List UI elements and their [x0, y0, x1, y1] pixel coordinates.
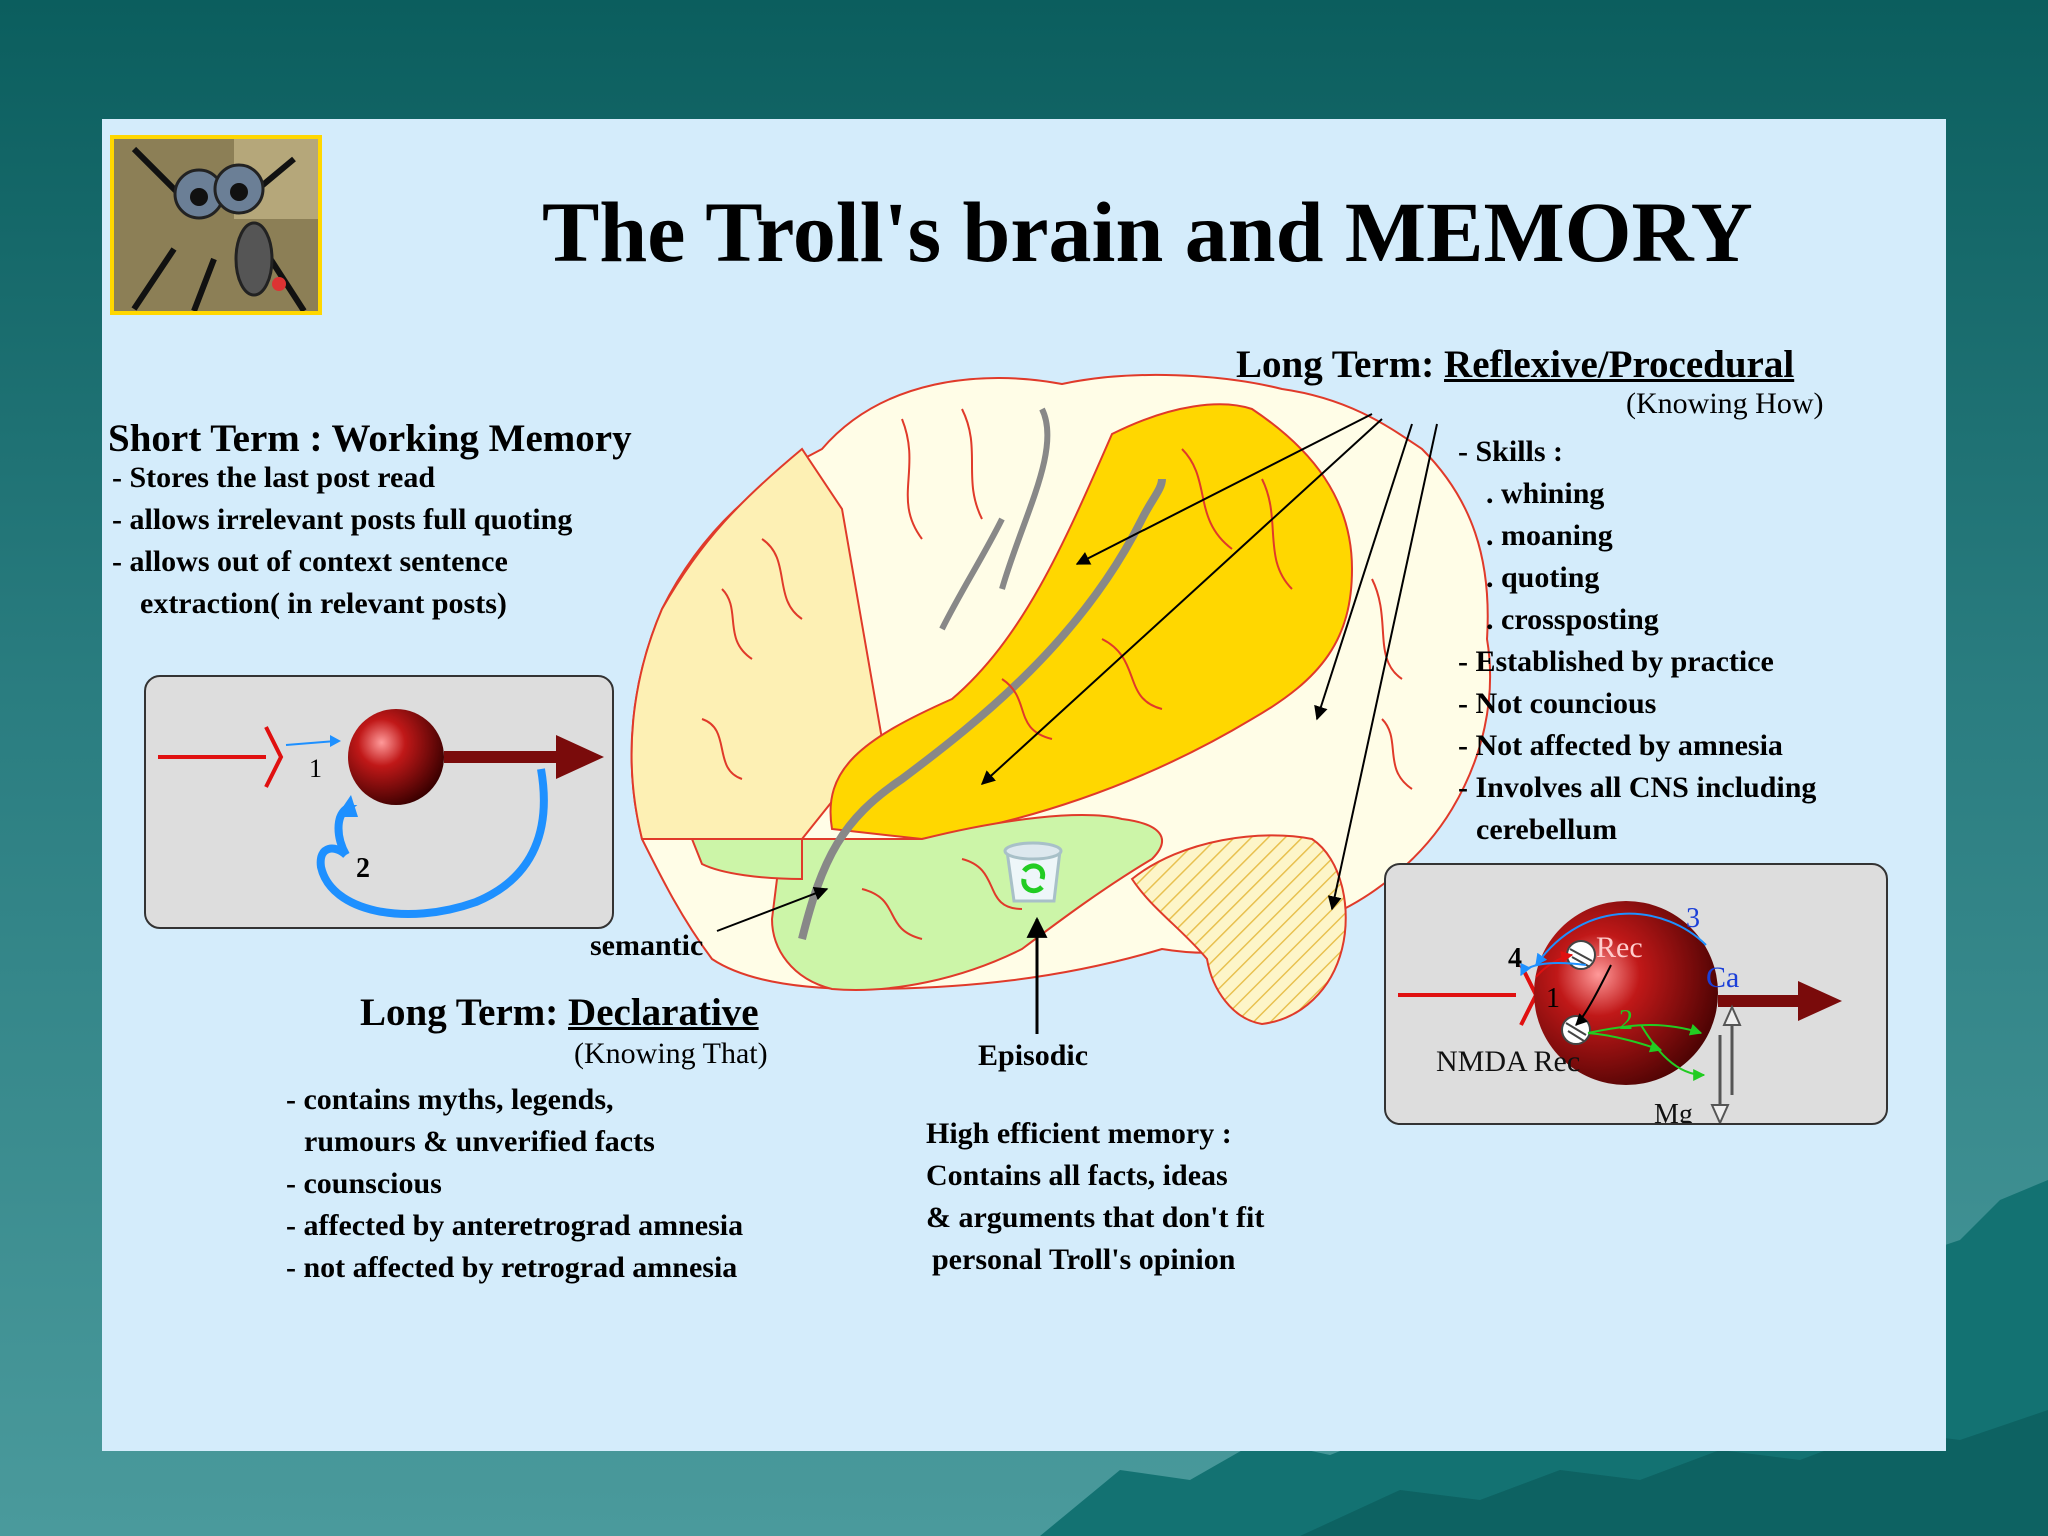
working-memory-neuron-box: 1 2 — [144, 675, 614, 929]
declarative-list: - contains myths, legends, rumours & unv… — [286, 1079, 743, 1289]
list-item: - counscious — [286, 1167, 442, 1200]
procedural-list: - Skills : . whining . moaning . quoting… — [1458, 431, 1816, 851]
nmda-label-3: 3 — [1686, 903, 1700, 934]
list-item: . whining — [1486, 477, 1605, 510]
procedural-subheading: (Knowing How) — [1626, 387, 1824, 420]
mg-label: Mg — [1654, 1099, 1693, 1123]
nmda-rec-label: NMDA Rec — [1436, 1045, 1580, 1078]
nmda-neuron-box: 1 2 3 4 Rec Ca NMDA Rec Mg — [1384, 863, 1888, 1130]
nmda-label-4: 4 — [1508, 943, 1522, 974]
rec-label: Rec — [1596, 931, 1643, 964]
neuron-label-1: 1 — [309, 754, 322, 783]
list-item: - Not councious — [1458, 687, 1657, 720]
central-sulcus — [798, 478, 1166, 940]
list-item: . moaning — [1486, 519, 1613, 552]
list-item: & arguments that don't fit — [926, 1201, 1265, 1234]
feedback-loop — [316, 768, 548, 919]
list-item: . quoting — [1486, 561, 1600, 594]
episodic-label: Episodic — [978, 1039, 1089, 1072]
list-item: - Involves all CNS including — [1458, 771, 1817, 804]
short-term-list: - Stores the last post read - allows irr… — [112, 457, 572, 625]
recycle-bin-icon — [1003, 841, 1063, 903]
list-item: - Established by practice — [1458, 645, 1774, 678]
list-item: - affected by anteretrograd amnesia — [286, 1209, 744, 1242]
declarative-heading: Long Term: Declarative — [360, 991, 759, 1034]
list-item: cerebellum — [1476, 813, 1618, 846]
list-item: - allows out of context sentence — [112, 545, 508, 578]
list-item: - Stores the last post read — [112, 461, 436, 494]
nmda-label-2: 2 — [1619, 1005, 1633, 1036]
short-term-heading: Short Term : Working Memory — [108, 417, 632, 460]
list-item: - Skills : — [1458, 435, 1564, 468]
nmda-label-1: 1 — [1546, 983, 1560, 1014]
list-item: Contains all facts, ideas — [926, 1159, 1228, 1192]
list-item: - not affected by retrograd amnesia — [286, 1251, 738, 1284]
neuron-label-2: 2 — [356, 853, 370, 884]
list-item: rumours & unverified facts — [304, 1125, 655, 1158]
troll-image — [110, 135, 322, 315]
episodic-note: High efficient memory : Contains all fac… — [926, 1113, 1264, 1281]
list-item: personal Troll's opinion — [932, 1243, 1236, 1276]
slide: The Troll's brain and MEMORY — [102, 119, 1946, 1451]
brain-diagram — [630, 373, 1492, 1034]
page-title: The Troll's brain and MEMORY — [542, 184, 1753, 280]
list-item: - contains myths, legends, — [286, 1083, 614, 1116]
list-item: High efficient memory : — [926, 1117, 1232, 1150]
cerebellum — [1130, 834, 1347, 1026]
procedural-heading: Long Term: Reflexive/Procedural — [1236, 343, 1795, 386]
list-item: . crossposting — [1486, 603, 1659, 636]
list-item: - Not affected by amnesia — [1458, 729, 1783, 762]
list-item: extraction( in relevant posts) — [140, 587, 507, 620]
declarative-subheading: (Knowing That) — [574, 1037, 768, 1070]
frontal-lobe — [630, 447, 884, 840]
ca-label: Ca — [1706, 961, 1739, 994]
temporal-lobe — [770, 814, 1163, 991]
semantic-label: semantic — [590, 929, 704, 962]
list-item: - allows irrelevant posts full quoting — [112, 503, 573, 536]
